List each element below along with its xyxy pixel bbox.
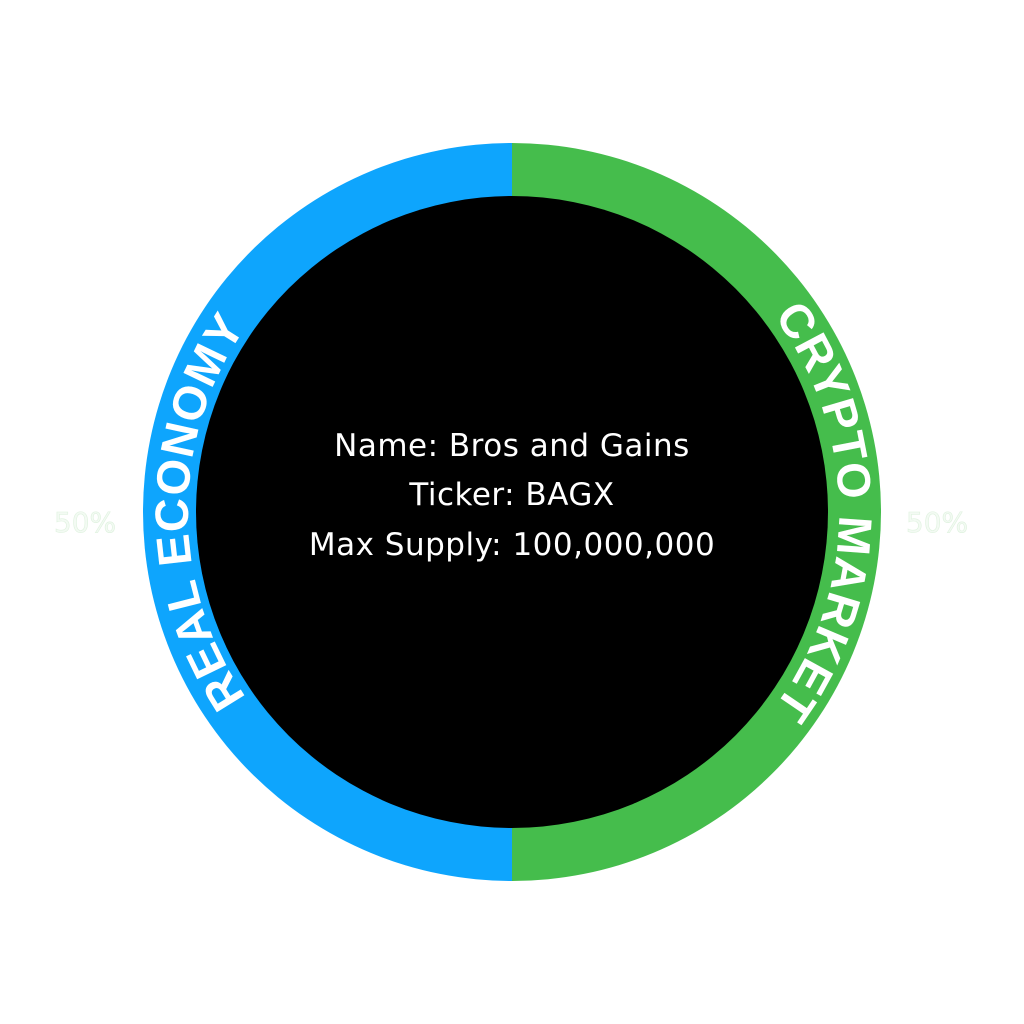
slice-value-crypto-market: 50% (906, 506, 968, 539)
slice-value-real-economy: 50% (54, 506, 116, 539)
token-ticker: Ticker: BAGX (408, 477, 614, 513)
token-max-supply: Max Supply: 100,000,000 (309, 527, 715, 563)
token-name: Name: Bros and Gains (334, 428, 690, 464)
donut-center (196, 196, 828, 828)
